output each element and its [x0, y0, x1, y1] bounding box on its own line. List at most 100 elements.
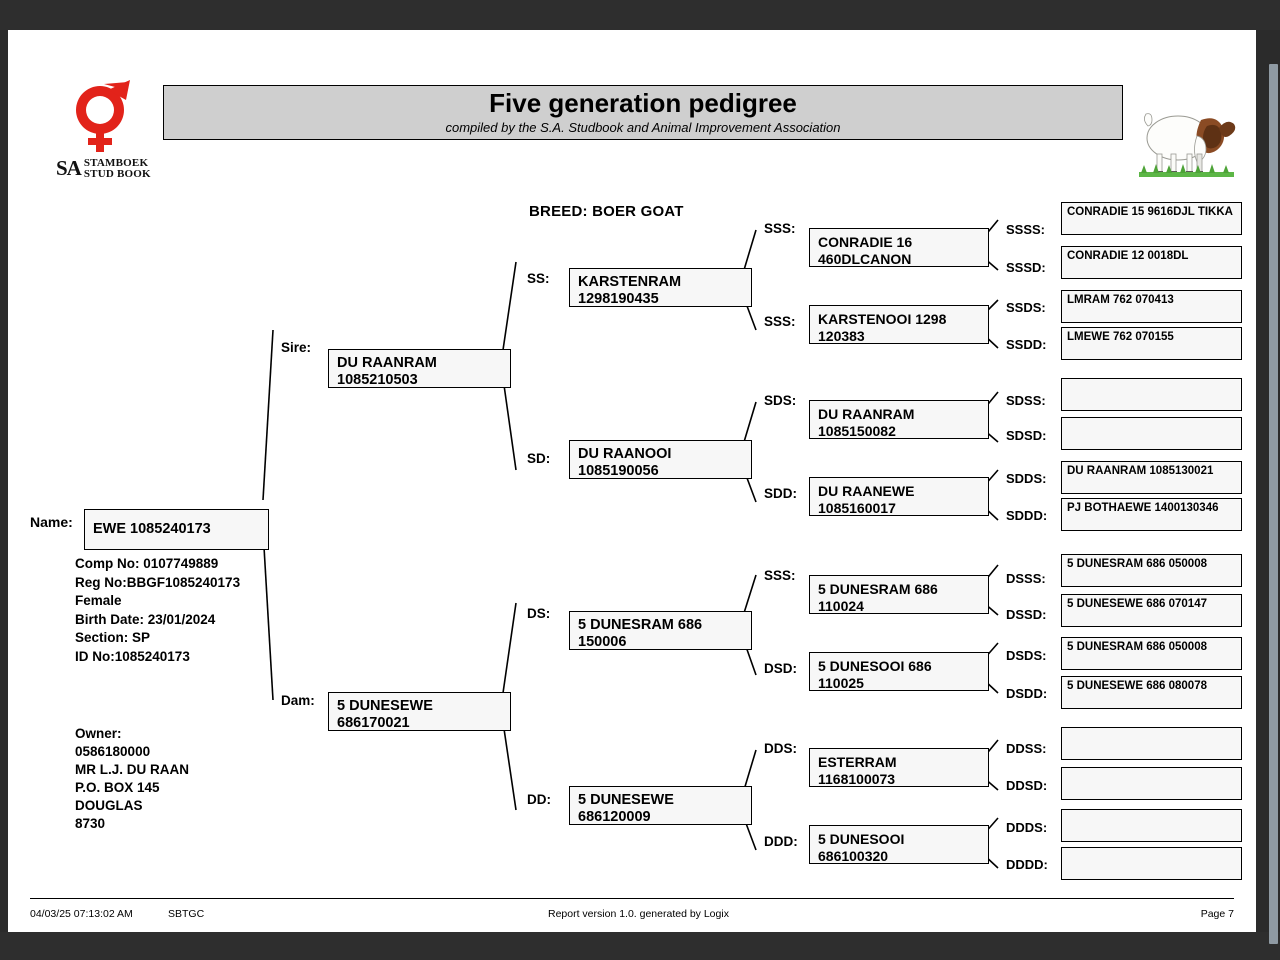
ds-name: 5 DUNESRAM 686 [578, 617, 703, 633]
sss-name: CONRADIE 16 [818, 234, 913, 250]
footer-page-number: Page 7 [1200, 908, 1234, 920]
logo-stamboek-text: STAMBOEK [83, 157, 149, 169]
vertical-scrollbar-track[interactable] [1266, 30, 1280, 944]
dsd-name: 5 DUNESOOI 686 [818, 658, 932, 674]
pedigree-label-ssds: SSDS: [1006, 300, 1046, 315]
subject-name-label: Name: [30, 514, 73, 530]
pedigree-box-ssdd: LMEWE 762 070155 [1061, 327, 1242, 360]
footer-timestamp: 04/03/25 07:13:02 AM [30, 908, 133, 920]
sd-number: 1085190056 [578, 463, 659, 479]
vertical-scrollbar-thumb[interactable] [1269, 64, 1278, 944]
pedigree-box-ddd: 5 DUNESOOI 686100320 [809, 825, 989, 864]
report-title-banner: Five generation pedigree compiled by the… [163, 85, 1123, 140]
subject-details: Comp No: 0107749889 Reg No:BBGF108524017… [75, 555, 305, 667]
dd-number: 686120009 [578, 809, 651, 825]
pedigree-box-dam: 5 DUNESEWE 686170021 [328, 692, 511, 731]
owner-address-box: P.O. BOX 145 [75, 780, 160, 795]
pedigree-box-sds: DU RAANRAM 1085150082 [809, 400, 989, 439]
dsds-text: 5 DUNESRAM 686 050008 [1067, 641, 1207, 653]
ssdd-text: LMEWE 762 070155 [1067, 331, 1174, 343]
document-page: SA STAMBOEK STUD BOOK Five generation pe… [8, 30, 1256, 932]
pedigree-box-ddsd [1061, 767, 1242, 800]
pedigree-label-dsdd: DSDD: [1006, 686, 1048, 701]
page-subtitle: compiled by the S.A. Studbook and Animal… [445, 119, 841, 135]
pedigree-label-dsds: DSDS: [1006, 648, 1047, 663]
dds-number: 1168100073 [818, 771, 896, 787]
sdd-name: DU RAANEWE [818, 483, 915, 499]
logo-sa-text: SA [56, 156, 82, 180]
pedigree-box-sss: CONRADIE 16 460DLCANON [809, 228, 989, 267]
ssd-name: KARSTENOOI 1298 [818, 311, 947, 327]
viewer-bottom-bar [0, 932, 1280, 960]
viewer-top-bar [0, 0, 1280, 30]
pedigree-box-dsss: 5 DUNESRAM 686 050008 [1061, 554, 1242, 587]
pedigree-label-ddds: DDDS: [1006, 820, 1048, 835]
pedigree-box-ss: KARSTENRAM 1298190435 [569, 268, 752, 307]
sa-studbook-mark-icon [76, 80, 130, 152]
boer-goat-icon [1139, 113, 1236, 177]
pedigree-label-dds: DDS: [764, 741, 797, 756]
pedigree-label-sdd: SDD: [764, 486, 797, 501]
footer-report-version: Report version 1.0. generated by Logix [548, 908, 729, 920]
dam-label: Dam: [281, 693, 315, 708]
dssd-text: 5 DUNESEWE 686 070147 [1067, 598, 1207, 610]
pedigree-label-sds: SDS: [764, 393, 797, 408]
dsd-number: 110025 [818, 675, 864, 691]
ds-number: 150006 [578, 634, 627, 650]
pedigree-box-sire: DU RAANRAM 1085210503 [328, 349, 511, 388]
ss-number: 1298190435 [578, 291, 659, 307]
pedigree-box-ssss: CONRADIE 15 9616DJL TIKKA [1061, 202, 1242, 235]
sssd-text: CONRADIE 12 0018DL [1067, 250, 1189, 262]
pedigree-box-dss: 5 DUNESRAM 686 110024 [809, 575, 989, 614]
owner-name: MR L.J. DU RAAN [75, 762, 189, 777]
page-title: Five generation pedigree [489, 88, 797, 119]
sd-name: DU RAANOOI [578, 446, 672, 462]
sds-number: 1085150082 [818, 423, 896, 439]
ssds-text: LMRAM 762 070413 [1067, 294, 1174, 306]
subject-name-box: EWE 1085240173 [84, 509, 269, 550]
sire-number: 1085210503 [337, 372, 418, 388]
pedigree-box-sddd: PJ BOTHAEWE 1400130346 [1061, 498, 1242, 531]
pedigree-label-dsss: DSSS: [1006, 571, 1046, 586]
pedigree-box-dddd [1061, 847, 1242, 880]
pedigree-label-sssd: SSSD: [1006, 260, 1046, 275]
pedigree-label-sdds: SDDS: [1006, 471, 1047, 486]
subject-name: EWE 1085240173 [93, 521, 211, 537]
sire-name: DU RAANRAM [337, 355, 437, 371]
owner-postal-code: 8730 [75, 816, 106, 831]
pedigree-box-sdd: DU RAANEWE 1085160017 [809, 477, 989, 516]
sa-studbook-logo: SA STAMBOEK STUD BOOK [42, 78, 152, 188]
sire-label: Sire: [281, 340, 312, 355]
pedigree-label-sd: SD: [527, 451, 551, 466]
pedigree-label-dsd: DSD: [764, 661, 797, 676]
ssss-text: CONRADIE 15 9616DJL TIKKA [1067, 206, 1233, 218]
pedigree-box-ddss [1061, 727, 1242, 760]
pedigree-label-sdsd: SDSD: [1006, 428, 1047, 443]
pedigree-label-dddd: DDDD: [1006, 857, 1048, 872]
pedigree-box-ssd: KARSTENOOI 1298 120383 [809, 305, 989, 344]
dss-number: 110024 [818, 598, 864, 614]
pedigree-box-sdds: DU RAANRAM 1085130021 [1061, 461, 1242, 494]
pedigree-label-ss: SS: [527, 271, 550, 286]
pedigree-label-ssdd: SSDD: [1006, 337, 1047, 352]
sddd-text: PJ BOTHAEWE 1400130346 [1067, 502, 1219, 514]
pedigree-box-dssd: 5 DUNESEWE 686 070147 [1061, 594, 1242, 627]
owner-label: Owner: [75, 726, 122, 741]
ssd-number: 120383 [818, 328, 865, 344]
dds-name: ESTERRAM [818, 754, 897, 770]
sdds-text: DU RAANRAM 1085130021 [1067, 465, 1214, 477]
detail-id-no: ID No:1085240173 [75, 648, 190, 664]
pedigree-label-ds: DS: [527, 606, 551, 621]
pedigree-box-dds: ESTERRAM 1168100073 [809, 748, 989, 787]
footer-divider [30, 898, 1234, 899]
pedigree-label-ssd: SSS: [764, 314, 796, 329]
detail-reg-no: Reg No:BBGF1085240173 [75, 574, 241, 590]
pedigree-box-dsdd: 5 DUNESEWE 686 080078 [1061, 676, 1242, 709]
pedigree-box-ds: 5 DUNESRAM 686 150006 [569, 611, 752, 650]
owner-details: Owner: 0586180000 MR L.J. DU RAAN P.O. B… [75, 725, 305, 833]
detail-comp-no: Comp No: 0107749889 [75, 556, 219, 571]
pedigree-sheet: SA STAMBOEK STUD BOOK Five generation pe… [8, 30, 1256, 920]
owner-number: 0586180000 [75, 744, 151, 759]
pedigree-box-dsd: 5 DUNESOOI 686 110025 [809, 652, 989, 691]
